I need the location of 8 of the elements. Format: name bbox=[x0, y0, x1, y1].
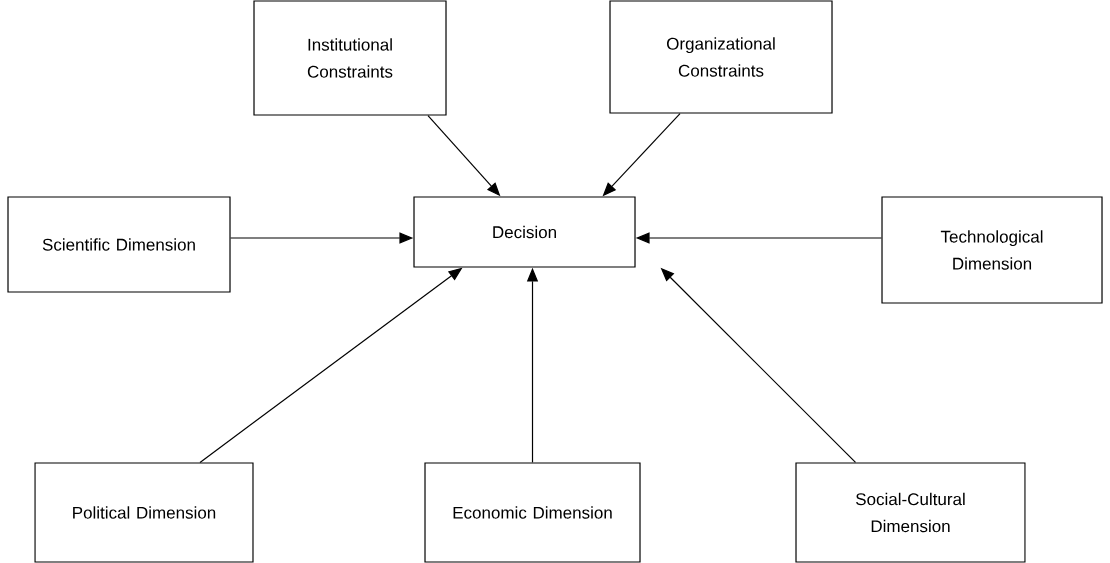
text-box: Political Dimension bbox=[34, 462, 254, 563]
text-box: Scientific Dimension bbox=[7, 196, 231, 293]
text-box: Institutional Constraints bbox=[253, 0, 447, 116]
text-box: Technological Dimension bbox=[881, 196, 1103, 304]
text-box: Social-Cultural Dimension bbox=[795, 462, 1026, 563]
text-box: Organizational Constraints bbox=[609, 0, 833, 114]
text-box: Decision bbox=[413, 196, 636, 268]
text-box: Economic Dimension bbox=[424, 462, 641, 563]
